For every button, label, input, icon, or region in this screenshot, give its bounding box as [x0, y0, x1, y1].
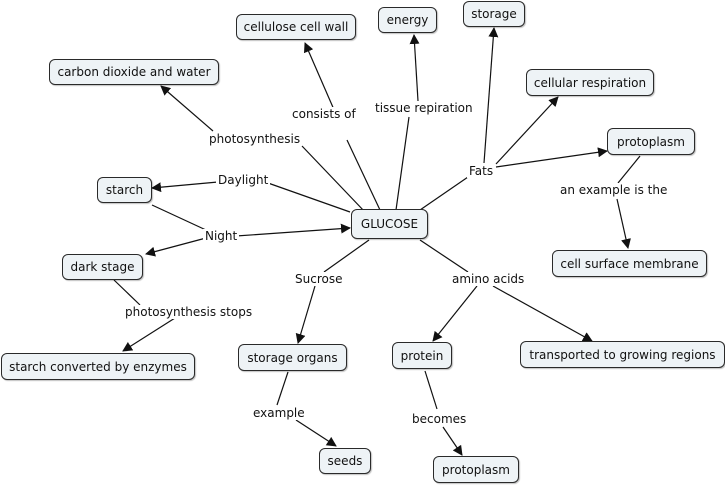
- arrow-to-storage: [483, 27, 499, 164]
- node-protein[interactable]: protein: [392, 342, 452, 369]
- connector-dark-stage-photosynthesis-stops: [113, 279, 141, 306]
- node-transported-to-growing-regions[interactable]: transported to growing regions: [520, 341, 725, 368]
- arrow-to-starch-converted: [122, 317, 176, 352]
- arrow-night-to-glucose: [235, 223, 351, 237]
- node-storage-organs[interactable]: storage organs: [238, 344, 347, 371]
- arrow-to-dark-stage: [145, 237, 207, 257]
- arrow-to-seeds: [295, 419, 337, 447]
- node-dark-stage[interactable]: dark stage: [62, 254, 143, 280]
- arrow-to-energy: [409, 34, 420, 102]
- node-starch[interactable]: starch: [97, 177, 152, 203]
- arrow-to-starch: [151, 181, 219, 193]
- link-label-example: example: [251, 406, 307, 420]
- link-label-becomes: becomes: [410, 412, 469, 426]
- link-label-photosynthesis-stops: photosynthesis stops: [123, 305, 255, 319]
- arrow-to-protein: [432, 285, 478, 342]
- connector-starch-night: [151, 204, 207, 231]
- node-protoplasm-2[interactable]: protoplasm: [433, 456, 519, 483]
- arrow-to-cellular-respiration: [495, 96, 559, 165]
- node-protoplasm[interactable]: protoplasm: [607, 128, 695, 155]
- arrow-to-cell-surface-membrane: [616, 198, 631, 249]
- connector-glucose-photosynthesis: [301, 145, 366, 213]
- link-label-night: Night: [203, 229, 240, 243]
- link-label-sucrose: Sucrose: [293, 272, 345, 286]
- link-label-consists-of: consists of: [290, 107, 358, 121]
- link-label-photosynthesis: photosynthesis: [207, 132, 303, 146]
- link-label-daylight: Daylight: [216, 173, 271, 187]
- arrow-to-protoplasm: [495, 147, 608, 168]
- connector-glucose-amino-acids: [419, 239, 469, 273]
- connector-glucose-sucrose: [323, 239, 370, 273]
- arrow-to-transported: [492, 285, 593, 342]
- node-seeds[interactable]: seeds: [319, 448, 371, 474]
- node-cellular-respiration[interactable]: cellular respiration: [526, 69, 654, 96]
- connector-glucose-fats: [419, 176, 469, 211]
- connector-glucose-tissue-repiration: [395, 116, 410, 211]
- connector-storage-organs-example: [276, 371, 289, 406]
- arrow-to-protoplasm-2: [442, 426, 463, 456]
- connector-glucose-consists-of: [346, 139, 381, 211]
- node-energy[interactable]: energy: [378, 7, 437, 33]
- connector-protoplasm-example: [617, 155, 641, 184]
- link-label-fats: Fats: [467, 164, 496, 178]
- link-label-an-example-is-the: an example is the: [558, 183, 670, 197]
- connector-glucose-daylight: [267, 182, 351, 213]
- node-glucose[interactable]: GLUCOSE: [351, 209, 428, 239]
- link-label-tissue-repiration: tissue repiration: [373, 101, 475, 115]
- arrow-to-storage-organs: [295, 285, 316, 344]
- link-label-amino-acids: amino acids: [450, 272, 527, 286]
- node-starch-converted-by-enzymes[interactable]: starch converted by enzymes: [1, 353, 195, 380]
- arrow-to-cellulose-cell-wall: [304, 42, 336, 113]
- node-carbon-dioxide-and-water[interactable]: carbon dioxide and water: [49, 59, 219, 85]
- connector-protein-becomes: [424, 370, 438, 410]
- arrow-to-carbon-dioxide-and-water: [160, 85, 214, 132]
- node-cell-surface-membrane[interactable]: cell surface membrane: [552, 250, 707, 277]
- node-cellulose-cell-wall[interactable]: cellulose cell wall: [236, 14, 356, 40]
- node-storage[interactable]: storage: [463, 1, 525, 27]
